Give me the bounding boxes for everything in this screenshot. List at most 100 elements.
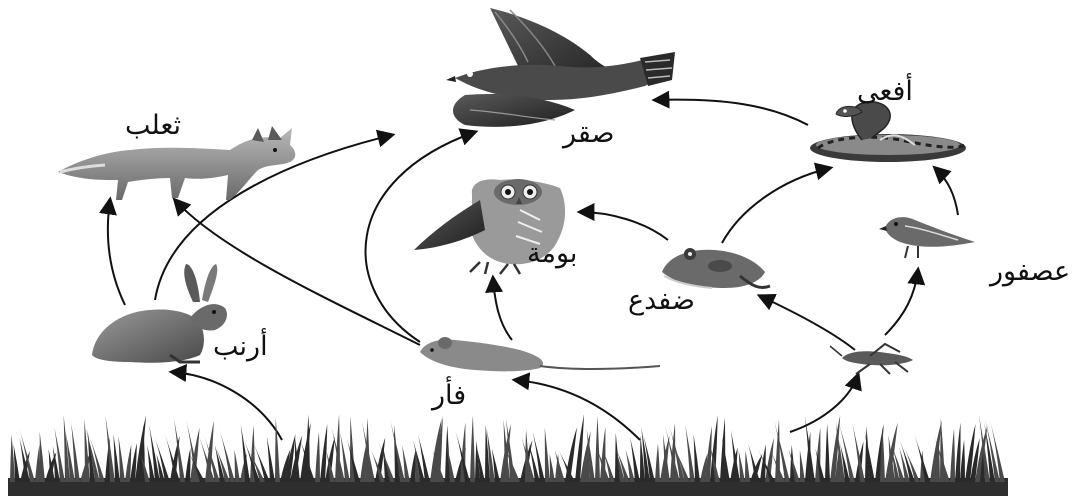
grass-blade xyxy=(298,436,315,482)
grass-blade xyxy=(586,428,595,482)
grass-blade xyxy=(54,427,65,482)
grass-blade xyxy=(662,434,670,482)
grass-blade xyxy=(455,430,470,482)
grass-blade xyxy=(63,414,70,482)
grass-blade xyxy=(113,434,120,482)
grass-blade xyxy=(840,444,850,482)
grass-blade xyxy=(960,439,966,482)
grass-blade xyxy=(371,450,385,482)
grass-blade xyxy=(825,423,830,482)
grass-blade xyxy=(914,433,930,482)
grass-blade xyxy=(880,426,885,482)
grass-blade xyxy=(720,417,726,482)
grass-blade xyxy=(975,425,988,482)
grass-blade xyxy=(804,416,815,482)
grass-blade xyxy=(415,452,420,482)
grass-base xyxy=(8,478,1008,496)
grass-blade xyxy=(668,423,685,482)
grass-blade xyxy=(125,444,132,482)
grass-blade xyxy=(705,425,712,482)
owl-illustration xyxy=(414,179,566,275)
label-mouse: فأر xyxy=(432,380,467,411)
grass-blade xyxy=(491,448,500,482)
mouse-illustration xyxy=(420,337,661,372)
grass-blade xyxy=(616,450,625,482)
grass-blade xyxy=(748,444,760,482)
arrow-mouse-to-falcon xyxy=(364,128,479,343)
grass-blade xyxy=(891,448,900,482)
grass-blade xyxy=(326,451,335,482)
grass-blade xyxy=(417,434,430,482)
grass-blade xyxy=(19,437,30,482)
grass-blade xyxy=(655,443,660,482)
grass-blade xyxy=(315,431,320,482)
grass-blade xyxy=(835,422,845,482)
grass-blade xyxy=(549,453,555,482)
label-fox: ثعلب xyxy=(125,110,181,141)
grass-blade xyxy=(641,427,650,482)
grass-blade xyxy=(738,450,745,482)
grass-blade xyxy=(672,442,690,482)
grass-blade xyxy=(830,415,841,482)
grass-blade xyxy=(852,423,865,482)
grasshopper-illustration xyxy=(829,342,913,375)
grass-blade xyxy=(978,414,990,482)
grass-blade xyxy=(771,453,785,482)
grass-blade xyxy=(214,444,225,482)
grass-blade xyxy=(984,422,995,482)
grass-blade xyxy=(65,432,75,482)
arrow-grass-to-rabbit xyxy=(168,364,283,441)
grass-blade xyxy=(864,431,875,482)
label-owl: بومة xyxy=(527,238,578,269)
grass-blade xyxy=(156,453,165,482)
grass-blade xyxy=(565,427,577,482)
arrow-viper-to-falcon xyxy=(651,90,809,126)
grass-blade xyxy=(377,440,395,482)
grass-blade xyxy=(10,434,15,482)
grass-blade xyxy=(325,436,335,482)
grass-blade xyxy=(899,440,915,482)
grass-blade xyxy=(760,444,766,482)
grass-blade xyxy=(346,438,360,482)
grass-blade xyxy=(640,435,645,482)
arrow-rabbit-to-falcon xyxy=(154,129,396,301)
grass-blade xyxy=(745,450,750,482)
grass-blade xyxy=(240,424,250,482)
grass-blade xyxy=(147,445,155,482)
grass-blade xyxy=(990,422,1005,482)
grass-blade xyxy=(585,441,590,482)
arrow-frog-to-owl xyxy=(576,203,669,241)
label-frog: ضفدع xyxy=(628,285,695,316)
grass-blade xyxy=(446,442,455,482)
grass-blade xyxy=(234,449,240,482)
grass-blade xyxy=(84,418,90,482)
grass-blade xyxy=(185,447,191,482)
grass-blade xyxy=(248,450,265,482)
falcon-illustration xyxy=(446,8,675,127)
grass-blade xyxy=(173,418,185,482)
grass-blade xyxy=(219,429,235,482)
arrow-mouse-to-fox xyxy=(172,197,421,346)
grass-blade xyxy=(486,429,495,482)
grass-blade xyxy=(710,415,718,482)
arrow-grass-to-mouse xyxy=(511,372,641,441)
grass-blade xyxy=(772,414,790,482)
grass-blade xyxy=(360,444,367,482)
grass-blade xyxy=(891,444,905,482)
grass-blade xyxy=(521,435,535,482)
grass-blade xyxy=(216,448,230,482)
grass-blade xyxy=(71,423,80,482)
grass-blade xyxy=(788,449,800,482)
grass-blade xyxy=(875,423,884,482)
grass-blade xyxy=(503,444,520,482)
grass-blade xyxy=(430,418,442,482)
arrow-grass-to-grasshopper xyxy=(789,371,862,433)
viper-illustration xyxy=(810,101,966,162)
grass-blade xyxy=(888,435,895,482)
grass-blade xyxy=(799,450,805,482)
grass-blade xyxy=(187,450,205,482)
grass-blade xyxy=(432,450,445,482)
grass-blade xyxy=(18,427,35,482)
grass-blade xyxy=(615,448,630,482)
